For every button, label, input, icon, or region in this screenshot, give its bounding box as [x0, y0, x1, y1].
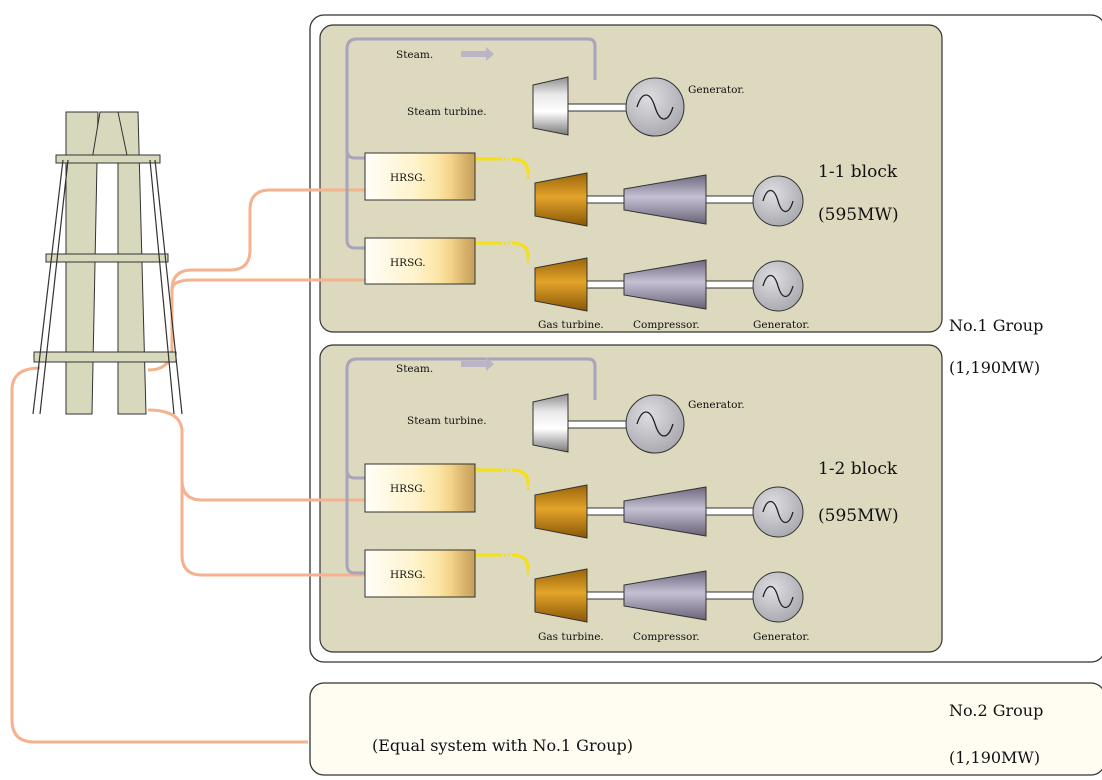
sine-icon: [636, 94, 674, 120]
group2-frame: [309, 682, 1102, 776]
group2-output: (1,190MW): [949, 748, 1040, 767]
block-output: (595MW): [818, 205, 899, 225]
compressor: [623, 486, 707, 537]
group2-name: No.2 Group: [949, 701, 1043, 720]
gas-feed: [476, 241, 530, 264]
steam-turbine: [532, 393, 569, 453]
block1: Steam. Steam turbine. Generator. HRSG. H…: [345, 37, 899, 331]
hrsg: [364, 237, 476, 285]
hrsg-label: HRSG.: [390, 257, 426, 269]
compressor-label: Compressor.: [633, 631, 700, 643]
shaft: [564, 420, 628, 429]
shaft: [584, 591, 631, 600]
hrsg: [364, 549, 476, 598]
shaft: [704, 280, 756, 289]
steam-arrow: [461, 357, 494, 371]
sine-icon: [762, 189, 794, 213]
steam-turbine-label: Steam turbine.: [407, 415, 487, 427]
generator-label: Generator.: [753, 319, 810, 331]
shaft: [584, 507, 631, 516]
compressor: [623, 259, 707, 310]
exhaust-stack: [32, 111, 183, 415]
gas-turbine-label: Gas turbine.: [538, 319, 604, 331]
gas-feed: [476, 157, 530, 180]
steam-pipe: [345, 469, 365, 480]
sine-icon: [762, 274, 794, 298]
block-output: (595MW): [818, 506, 899, 526]
block-name: 1-2 block: [818, 459, 898, 479]
gas-turbine: [534, 568, 588, 623]
steam-turbine-label: Steam turbine.: [407, 106, 487, 118]
shaft: [704, 591, 756, 600]
gas-turbine: [534, 172, 588, 227]
block-name: 1-1 block: [818, 162, 898, 182]
group1-name: No.1 Group: [949, 316, 1043, 335]
gas-feed: [476, 468, 530, 491]
hrsg-label: HRSG.: [390, 569, 426, 581]
compressor: [623, 174, 707, 225]
generator-label: Generator.: [688, 84, 745, 96]
steam-label: Steam.: [396, 363, 433, 375]
hrsg: [364, 152, 476, 201]
shaft: [584, 280, 631, 289]
steam-turbine: [532, 76, 569, 136]
gas-turbine-label: Gas turbine.: [538, 631, 604, 643]
hrsg: [364, 463, 476, 513]
steam-pipe: [345, 149, 365, 160]
sine-icon: [762, 585, 794, 609]
gas-turbine: [534, 257, 588, 312]
generator-label: Generator.: [753, 631, 810, 643]
compressor-label: Compressor.: [633, 319, 700, 331]
gas-feed: [476, 553, 530, 576]
gas-turbine: [534, 484, 588, 539]
shaft: [704, 507, 756, 516]
group2-description: (Equal system with No.1 Group): [372, 736, 633, 755]
flue-gas-ducts: [10, 188, 365, 744]
compressor: [623, 570, 707, 621]
block2: Steam. Steam turbine. Generator. HRSG. H…: [345, 357, 899, 643]
shaft: [704, 195, 756, 204]
steam-label: Steam.: [396, 49, 433, 61]
hrsg-label: HRSG.: [390, 483, 426, 495]
group1-output: (1,190MW): [949, 358, 1040, 377]
hrsg-label: HRSG.: [390, 172, 426, 184]
shaft: [564, 103, 628, 112]
steam-pipe: [345, 37, 597, 250]
steam-pipe: [345, 357, 597, 575]
sine-icon: [762, 500, 794, 524]
generator-label: Generator.: [688, 399, 745, 411]
shaft: [584, 195, 631, 204]
steam-arrow: [461, 47, 494, 61]
sine-icon: [636, 411, 674, 437]
